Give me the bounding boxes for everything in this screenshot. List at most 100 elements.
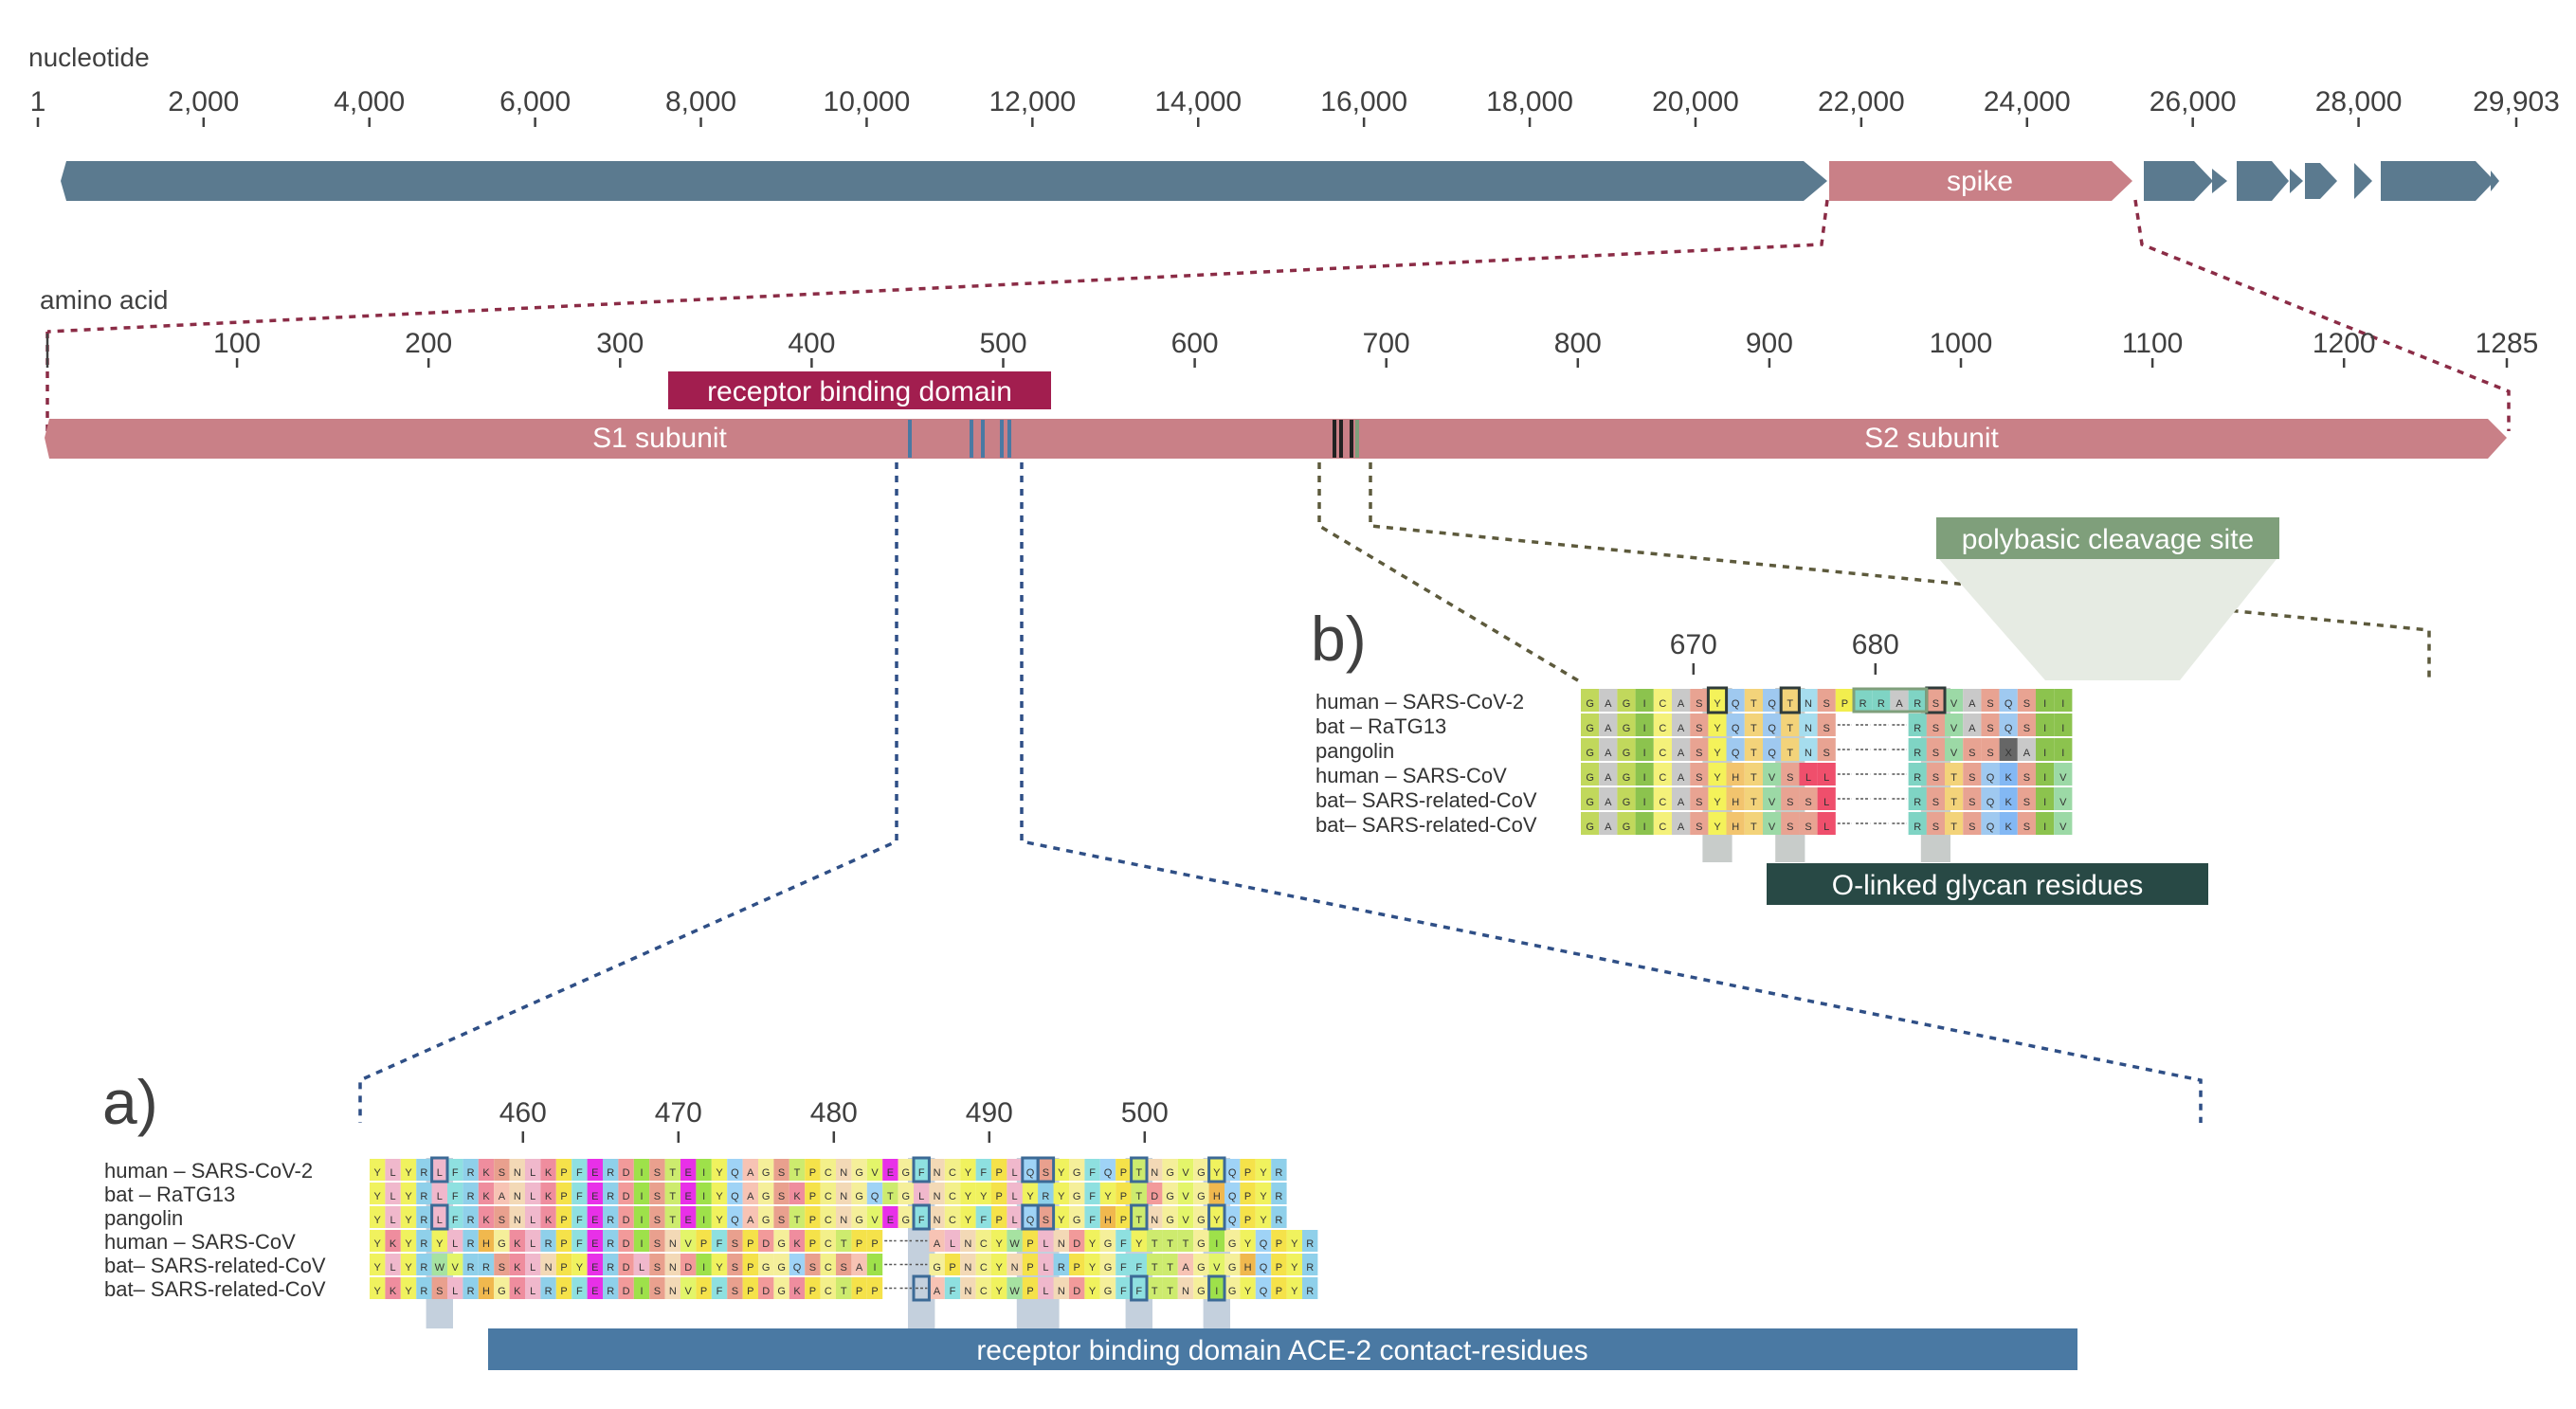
residue-cell: [1099, 1254, 1116, 1275]
residue-letter: Q: [1228, 1215, 1237, 1226]
residue-letter: G: [902, 1191, 911, 1202]
residue-cell: [836, 1277, 852, 1299]
residue-letter: A: [1896, 698, 1903, 710]
residue-letter: C: [949, 1191, 956, 1202]
residue-letter: T: [1751, 822, 1757, 833]
residue-letter: F: [576, 1238, 583, 1250]
residue-cell: [463, 1206, 479, 1228]
residue-letter: D: [684, 1262, 692, 1274]
residue-letter: D: [762, 1238, 770, 1250]
residue-letter: Y: [1058, 1215, 1065, 1226]
residue-letter: W: [1009, 1238, 1020, 1250]
residue-letter: L: [390, 1262, 396, 1274]
residue-cell: [1763, 763, 1782, 786]
residue-letter: T: [1950, 772, 1957, 784]
residue-cell: [649, 1230, 665, 1252]
residue-cell: [1069, 1206, 1085, 1228]
residue-cell: [680, 1159, 697, 1181]
residue-letter: S: [778, 1167, 785, 1179]
residue-cell: [1084, 1159, 1100, 1181]
residue-cell: [1617, 714, 1636, 736]
residue-letter: N: [669, 1286, 677, 1297]
residue-cell: [649, 1277, 665, 1299]
residue-letter: S: [1932, 723, 1939, 734]
residue-cell: [1581, 763, 1600, 786]
residue-cell: [914, 1159, 930, 1181]
residue-cell: [1225, 1254, 1241, 1275]
residue-cell: [727, 1254, 743, 1275]
residue-cell: [1162, 1159, 1178, 1181]
residue-cell: [727, 1277, 743, 1299]
tick-label: 4,000: [334, 86, 405, 117]
tick-label: 14,000: [1154, 86, 1242, 117]
residue-letter: D: [623, 1191, 630, 1202]
residue-letter: Y: [405, 1286, 412, 1297]
residue-cell: [1617, 787, 1636, 810]
residue-letter: R: [545, 1286, 553, 1297]
residue-letter: Y: [436, 1238, 444, 1250]
residue-letter: A: [2023, 748, 2031, 759]
residue-letter: I: [1215, 1286, 1218, 1297]
residue-cell: [1763, 714, 1782, 736]
residue-letter: A: [1605, 723, 1612, 734]
residue-cell: [758, 1254, 774, 1275]
residue-letter: S: [1968, 822, 1975, 833]
residue-letter: F: [576, 1286, 583, 1297]
residue-cell: [1147, 1183, 1163, 1204]
residue-letter: P: [809, 1238, 816, 1250]
residue-cell: [571, 1159, 588, 1181]
residue-letter: Q: [1732, 698, 1740, 710]
glycan-residue-box: [1706, 686, 1729, 714]
spike-protein-bar: [45, 419, 2507, 459]
residue-cell: [1116, 1230, 1132, 1252]
residue-letter: P: [949, 1262, 955, 1274]
residue-letter: R: [420, 1238, 427, 1250]
residue-cell: [447, 1230, 463, 1252]
residue-cell: [463, 1159, 479, 1181]
residue-letter: G: [498, 1286, 506, 1297]
residue-cell: [1240, 1159, 1256, 1181]
residue-cell: [540, 1206, 556, 1228]
residue-letter: N: [1151, 1215, 1158, 1226]
residue-cell: [1038, 1183, 1054, 1204]
tick-label: 12,000: [989, 86, 1076, 117]
residue-letter: C: [825, 1167, 832, 1179]
residue-letter: N: [840, 1191, 847, 1202]
cleavage-site-box: [1936, 517, 2279, 559]
residue-cell: [1271, 1206, 1287, 1228]
residue-letter: S: [654, 1238, 661, 1250]
residue-cell: [633, 1159, 650, 1181]
residue-cell: [649, 1206, 665, 1228]
residue-letter: Y: [1714, 698, 1721, 710]
residue-letter: T: [669, 1191, 676, 1202]
residue-letter: R: [467, 1238, 475, 1250]
residue-letter: V: [1182, 1167, 1189, 1179]
residue-cell: [525, 1183, 541, 1204]
residue-cell: [1672, 812, 1691, 835]
residue-letter: Y: [405, 1238, 412, 1250]
residue-letter: C: [1659, 772, 1666, 784]
residue-cell: [960, 1230, 976, 1252]
residue-cell: [882, 1206, 898, 1228]
residue-letter: L: [530, 1286, 535, 1297]
residue-cell: [1177, 1183, 1194, 1204]
residue-letter: D: [623, 1262, 630, 1274]
residue-cell: [618, 1183, 634, 1204]
residue-letter: Y: [965, 1167, 972, 1179]
amino-acid-axis-label: amino acid: [40, 285, 168, 315]
residue-cell: [587, 1230, 603, 1252]
residue-letter: Q: [1026, 1215, 1035, 1226]
residue-cell: [1099, 1230, 1116, 1252]
residue-cell: [1635, 714, 1654, 736]
residue-cell: [1926, 787, 1945, 810]
residue-letter: L: [530, 1262, 535, 1274]
panel-b-right-connector: [1369, 462, 2431, 680]
residue-cell: [929, 1159, 945, 1181]
residue-cell: [447, 1277, 463, 1299]
residue-letter: S: [654, 1262, 661, 1274]
residue-cell: [1225, 1277, 1241, 1299]
residue-cell: [1726, 714, 1745, 736]
residue-letter: L: [1823, 797, 1829, 808]
residue-cell: [1781, 812, 1800, 835]
residue-cell: [664, 1159, 680, 1181]
